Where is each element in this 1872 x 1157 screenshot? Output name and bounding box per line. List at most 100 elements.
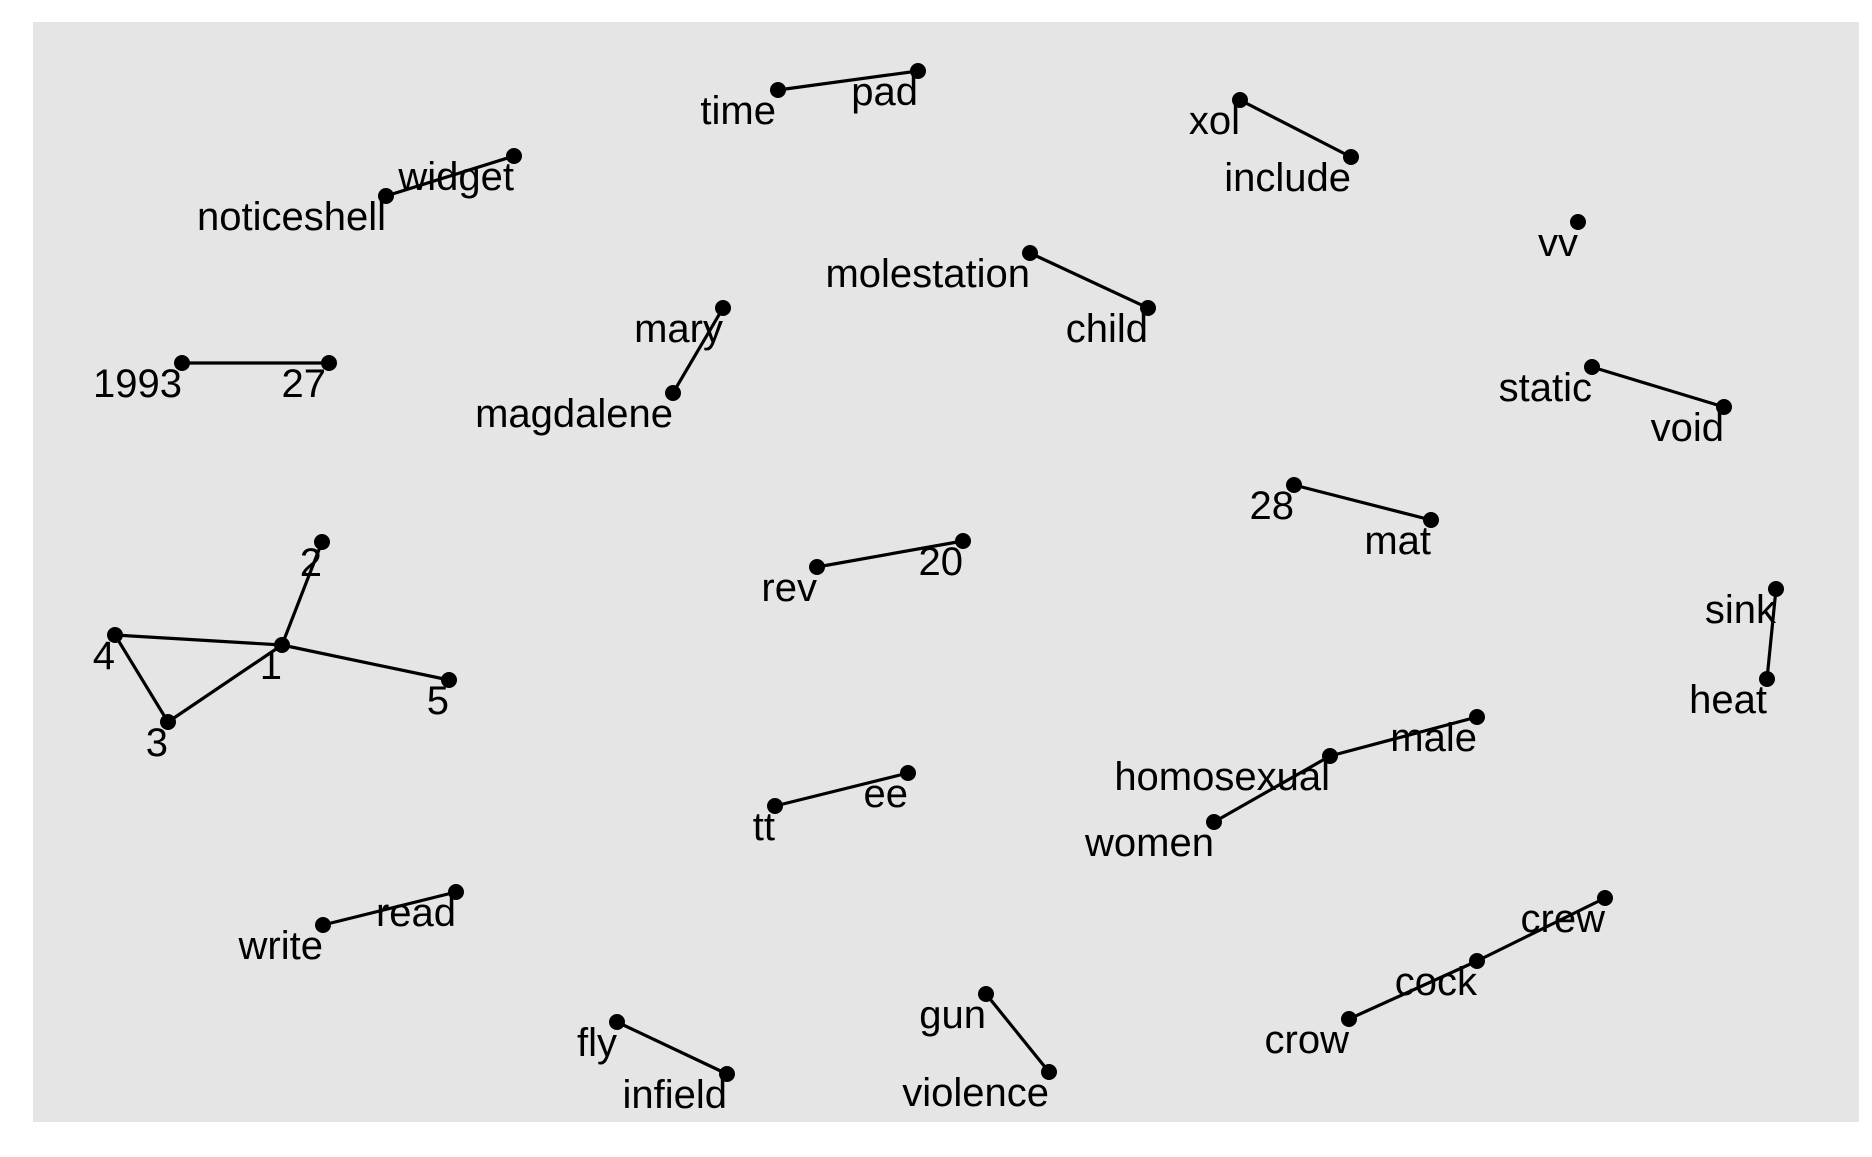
edge-mary-magdalene: [671, 306, 725, 395]
node-mat: [1423, 512, 1439, 528]
node-label-violence: violence: [902, 1071, 1049, 1115]
node-molestation: [1022, 245, 1038, 261]
node-label-read: read: [376, 891, 456, 935]
node-label-write: write: [238, 924, 323, 968]
node-label-fly: fly: [577, 1021, 617, 1065]
edges-layer: [113, 69, 1778, 1076]
node-label-sink: sink: [1705, 588, 1777, 632]
edge-time-pad: [776, 69, 920, 92]
edge-1-2: [280, 540, 324, 647]
edge-write-read: [321, 890, 458, 927]
node-label-5: 5: [427, 679, 449, 723]
node-label-magdalene: magdalene: [475, 392, 673, 436]
edge-xol-include: [1238, 98, 1353, 159]
node-homosexual: [1322, 748, 1338, 764]
node-2: [314, 534, 330, 550]
edge-28-mat: [1292, 483, 1433, 522]
node-sink: [1768, 581, 1784, 597]
edge-rev-20: [815, 539, 965, 569]
node-crow: [1341, 1011, 1357, 1027]
node-label-cock: cock: [1395, 960, 1478, 1004]
node-label-heat: heat: [1689, 678, 1767, 722]
node-label-crow: crow: [1265, 1018, 1350, 1062]
node-magdalene: [665, 385, 681, 401]
edge-cock-crew: [1475, 896, 1607, 963]
node-xol: [1232, 92, 1248, 108]
edge-1-3: [166, 643, 284, 724]
node-label-gun: gun: [919, 993, 986, 1037]
node-5: [441, 672, 457, 688]
node-cock: [1469, 953, 1485, 969]
node-label-child: child: [1066, 307, 1148, 351]
node-ee: [900, 765, 916, 781]
nodes-layer: [107, 63, 1784, 1082]
node-write: [315, 917, 331, 933]
node-fly: [609, 1014, 625, 1030]
node-label-vv: vv: [1538, 221, 1578, 265]
node-1: [274, 637, 290, 653]
node-label-mary: mary: [634, 307, 723, 351]
node-label-3: 3: [146, 721, 168, 765]
node-label-ee: ee: [864, 772, 909, 816]
node-label-women: women: [1084, 821, 1214, 865]
edge-gun-violence: [984, 992, 1051, 1074]
node-women: [1206, 814, 1222, 830]
node-28: [1286, 477, 1302, 493]
node-4: [107, 627, 123, 643]
node-pad: [910, 63, 926, 79]
node-male: [1469, 709, 1485, 725]
node-void: [1716, 399, 1732, 415]
plot-panel: [33, 22, 1859, 1122]
node-label-crew: crew: [1521, 897, 1606, 941]
node-gun: [978, 986, 994, 1002]
node-label-20: 20: [919, 540, 964, 584]
node-include: [1343, 149, 1359, 165]
node-mary: [715, 300, 731, 316]
node-label-pad: pad: [851, 70, 918, 114]
node-1993: [174, 355, 190, 371]
node-label-27: 27: [282, 362, 327, 406]
node-time: [770, 82, 786, 98]
edge-homosexual-male: [1328, 715, 1479, 758]
node-27: [321, 355, 337, 371]
node-heat: [1759, 671, 1775, 687]
node-label-xol: xol: [1189, 99, 1240, 143]
edge-4-3: [113, 633, 170, 724]
edge-sink-heat: [1765, 587, 1778, 681]
node-infield: [719, 1066, 735, 1082]
node-label-4: 4: [93, 634, 115, 678]
node-label-tt: tt: [753, 805, 775, 849]
edge-molestation-child: [1028, 251, 1150, 310]
node-label-widget: widget: [397, 155, 514, 199]
edge-1-5: [280, 643, 451, 682]
edge-static-void: [1590, 365, 1726, 409]
edge-noticeshell-widget: [384, 154, 516, 198]
node-label-male: male: [1390, 716, 1477, 760]
node-child: [1140, 300, 1156, 316]
node-label-noticeshell: noticeshell: [197, 195, 386, 239]
node-rev: [809, 559, 825, 575]
node-widget: [506, 148, 522, 164]
node-label-28: 28: [1250, 484, 1295, 528]
node-label-static: static: [1499, 366, 1592, 410]
edge-tt-ee: [773, 771, 910, 808]
node-label-molestation: molestation: [825, 252, 1030, 296]
edge-crow-cock: [1347, 959, 1479, 1021]
node-crew: [1597, 890, 1613, 906]
node-label-infield: infield: [622, 1073, 727, 1117]
node-label-homosexual: homosexual: [1114, 755, 1330, 799]
node-20: [955, 533, 971, 549]
edge-women-homosexual: [1212, 754, 1332, 824]
node-3: [160, 714, 176, 730]
node-label-time: time: [700, 89, 776, 133]
node-static: [1584, 359, 1600, 375]
node-label-1: 1: [260, 644, 282, 688]
edge-1-4: [113, 633, 284, 647]
node-label-void: void: [1651, 406, 1724, 450]
node-label-rev: rev: [761, 566, 817, 610]
node-label-include: include: [1224, 156, 1351, 200]
node-label-mat: mat: [1364, 519, 1431, 563]
